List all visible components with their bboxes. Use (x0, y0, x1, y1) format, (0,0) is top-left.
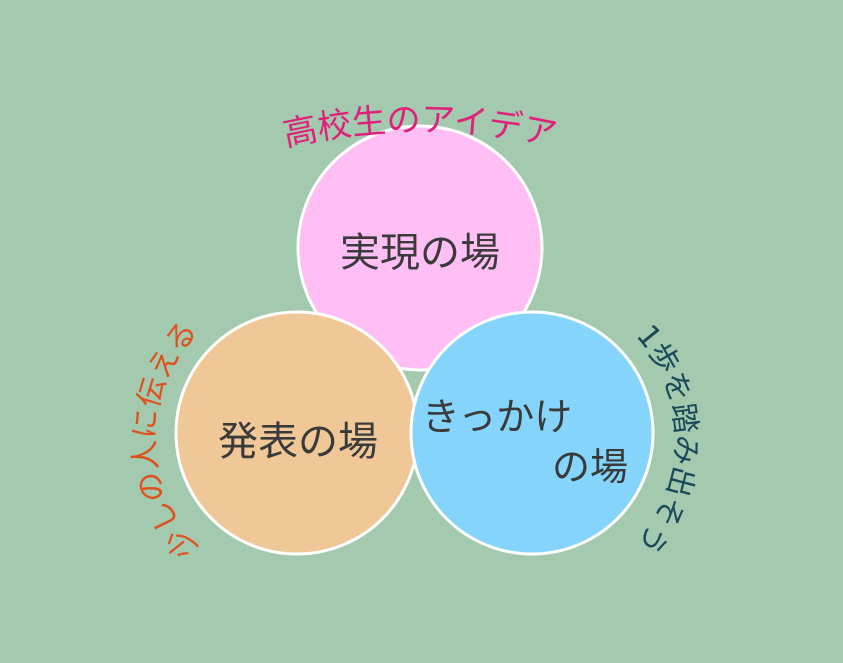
circle-realization (296, 124, 544, 372)
circle-opportunity-label-line1: きっかけ (422, 395, 572, 439)
circle-opportunity-label-line2: の場 (552, 445, 628, 489)
circle-realization-label: 実現の場 (340, 230, 500, 276)
circle-presentation-label: 発表の場 (218, 419, 378, 465)
circle-opportunity (409, 310, 655, 556)
